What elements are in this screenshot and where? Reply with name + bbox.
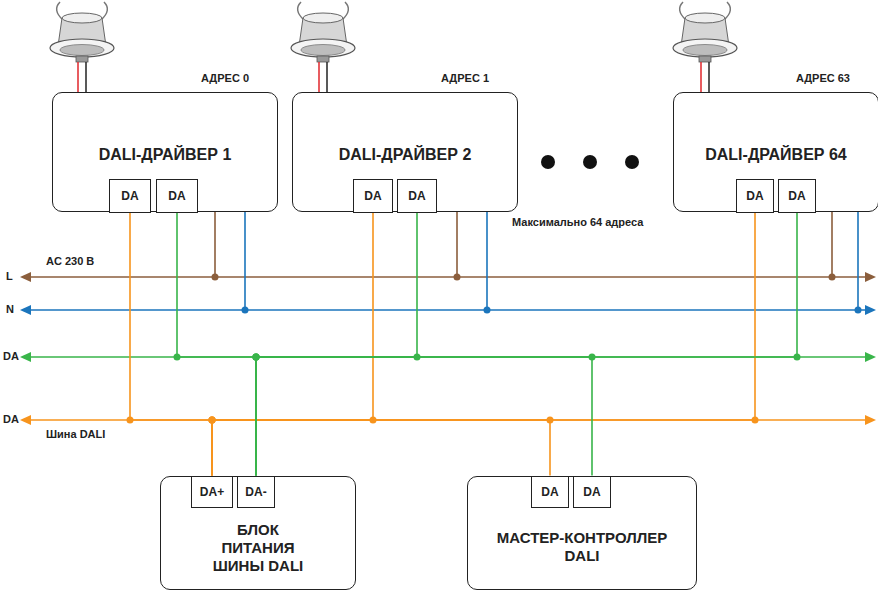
junction-dot bbox=[414, 354, 421, 361]
bus-line-l bbox=[20, 272, 876, 282]
junction-dot bbox=[174, 354, 181, 361]
box-title: DALI-ДРАЙВЕР 1 bbox=[65, 145, 265, 164]
address-label: АДРЕС 1 bbox=[441, 72, 489, 84]
junction-dot bbox=[209, 417, 216, 424]
line-name: N bbox=[6, 303, 14, 316]
junction-dot bbox=[589, 354, 596, 361]
box-title: DALI-ДРАЙВЕР 2 bbox=[305, 145, 505, 164]
junction-dot bbox=[253, 354, 260, 361]
pin-terminal: DA bbox=[736, 179, 774, 213]
box-title: БЛОК ПИТАНИЯ ШИНЫ DALI bbox=[206, 521, 310, 575]
driver-box: АДРЕС 1DALI-ДРАЙВЕР 2DADA bbox=[292, 92, 518, 212]
junction-dot bbox=[370, 417, 377, 424]
pin-terminal: DA bbox=[156, 179, 198, 213]
junction-dot bbox=[547, 417, 554, 424]
pin-label: DA bbox=[583, 485, 600, 499]
box-title: DALI-ДРАЙВЕР 64 bbox=[681, 145, 871, 164]
pin-label: DA+ bbox=[200, 485, 224, 499]
dali-bus-wire bbox=[177, 213, 256, 476]
pin-label: DA bbox=[408, 189, 425, 203]
box-title: МАСТЕР-КОНТРОЛЛЕР DALI bbox=[484, 529, 680, 565]
junction-dot bbox=[253, 354, 260, 361]
downlight-lamp bbox=[50, 2, 114, 92]
junction-dot bbox=[253, 354, 260, 361]
controller-box: МАСТЕР-КОНТРОЛЛЕР DALI DA DA bbox=[467, 476, 697, 590]
junction-dot bbox=[127, 417, 134, 424]
pin-terminal: DA+ bbox=[191, 476, 233, 508]
driver-box: АДРЕС 63DALI-ДРАЙВЕР 64DADA bbox=[673, 92, 878, 212]
pin-label: DA- bbox=[245, 485, 266, 499]
dali-bus-wire bbox=[212, 420, 550, 476]
junction-dot bbox=[253, 354, 260, 361]
note-text: Максимально 64 адреса bbox=[512, 216, 643, 229]
junction-dot bbox=[752, 417, 759, 424]
pin-label: DA bbox=[788, 189, 805, 203]
voltage-label: AC 230 В bbox=[46, 255, 94, 268]
bus-line-n bbox=[20, 305, 876, 315]
line-name: L bbox=[6, 270, 13, 283]
downlight-lamp bbox=[673, 2, 737, 92]
junction-dot bbox=[209, 417, 216, 424]
pin-label: DA bbox=[364, 189, 381, 203]
dali-bus-wire bbox=[256, 213, 417, 476]
pin-label: DA bbox=[746, 189, 763, 203]
signal-name: DA bbox=[3, 413, 19, 426]
mains-wire bbox=[212, 212, 862, 314]
pin-terminal: DA bbox=[778, 179, 816, 213]
dali-bus-wire bbox=[256, 357, 592, 476]
pin-label: DA bbox=[168, 189, 185, 203]
pin-terminal: DA bbox=[397, 179, 437, 213]
pin-terminal: DA bbox=[353, 179, 393, 213]
junction-dot bbox=[209, 417, 216, 424]
pin-terminal: DA bbox=[109, 179, 151, 213]
pin-terminal: DA- bbox=[237, 476, 275, 508]
pin-label: DA bbox=[541, 485, 558, 499]
driver-box: АДРЕС 0DALI-ДРАЙВЕР 1DADA bbox=[52, 92, 278, 212]
signal-name: DA bbox=[3, 350, 19, 363]
address-label: АДРЕС 0 bbox=[201, 72, 249, 84]
dali-bus-wire bbox=[212, 213, 755, 476]
ellipsis-dots bbox=[541, 155, 639, 169]
dali-bus-wire bbox=[256, 213, 797, 476]
power-supply-box: БЛОК ПИТАНИЯ ШИНЫ DALI DA+ DA- bbox=[160, 476, 356, 590]
dali-bus-wire bbox=[212, 213, 373, 476]
address-label: АДРЕС 63 bbox=[796, 72, 850, 84]
pin-terminal: DA bbox=[573, 476, 611, 508]
pin-label: DA bbox=[121, 189, 138, 203]
junction-dot bbox=[209, 417, 216, 424]
bus-name: Шина DALI bbox=[46, 428, 105, 441]
junction-dot bbox=[794, 354, 801, 361]
dali-bus-wire bbox=[130, 213, 212, 476]
downlight-lamp bbox=[291, 2, 355, 92]
pin-terminal: DA bbox=[531, 476, 569, 508]
